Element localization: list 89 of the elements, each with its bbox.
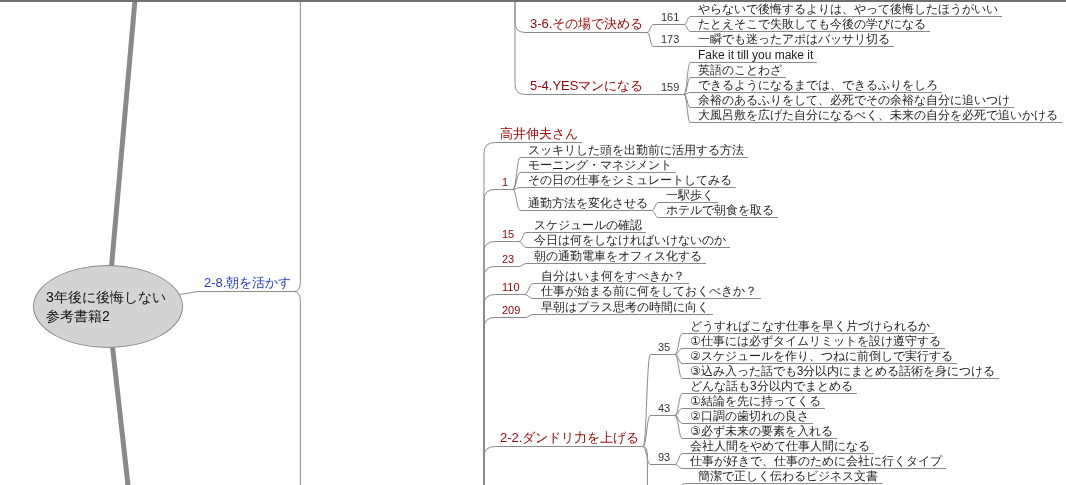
branch-line [646,94,654,95]
branch-line [524,283,534,295]
branch-line [674,415,683,424]
page-number: 35 [650,340,676,355]
branch-line [642,446,648,485]
note-text: 大風呂敷を広げた自分になるべく、未来の自分を必死で追いかける [690,108,1062,123]
note-text: ③必ず未来の要素を入れる [682,424,837,439]
branch-line [646,32,654,47]
page-number: 15 [495,227,520,242]
branch-topic: 3-6.その場で決める [525,16,648,33]
page-number: 209 [495,303,526,318]
branch-line [651,210,659,218]
note-text: スッキリした頭を出勤前に活用する方法 [520,143,748,158]
branch-line [651,202,659,211]
note-text: できるようになるまでは、できるふりをしろ [690,78,942,93]
branch-line [674,415,683,439]
note-text: 自分はいま何をすべきか？ [533,269,689,284]
branch-line [179,291,199,296]
branch-line [518,263,527,267]
note-text: 早朝はプラス思考の時間に向く [533,300,713,315]
branch-line [512,157,521,190]
branch-line [674,354,683,364]
branch-line [518,241,527,248]
branch-line [512,189,521,211]
note-text: どんな話も3分以内でまとめる [682,379,857,394]
branch-topic: 5-4.YESマンになる [525,78,648,95]
note-text: スケジュールの確認 [526,218,646,233]
branch-line [646,24,654,33]
branch-line [683,94,691,108]
page-number: 161 [653,10,685,25]
note-text: 仕事が好きで、仕事のために会社に行くタイプ [682,454,946,469]
branch-line [683,16,691,25]
branch-line [674,464,683,469]
branch-line [518,232,527,242]
branch-line [683,77,691,95]
branch-line [642,415,651,447]
branch-line [642,446,651,465]
note-text: モーニング・マネジメント [520,158,676,173]
page-number: 43 [650,401,676,416]
branch-line [293,291,301,485]
note-text: その日の仕事をシミュレートしてみる [520,173,736,188]
note-text: 一瞬でも迷ったアポはバッサリ切る [690,32,894,47]
branch-line [683,92,691,95]
branch-line [674,348,683,355]
branch-line [674,408,683,416]
page-number: 23 [495,252,520,267]
note-text: Fake it till you make it [690,48,818,63]
note-text: ②スケジュールを作り、つねに前倒しで実行する [682,349,957,364]
note-text: 通勤方法を変化させる [520,196,652,211]
note-text: ①仕事には必ずタイムリミットを設け遵守する [682,334,945,349]
branch-line [681,483,691,485]
branch-topic: 2-2.ダンドリ力を上げる [495,430,644,447]
note-text: 一駅歩く [658,188,718,203]
note-text: 今日は何をしなければいけないのか [526,233,730,248]
note-text: やらないで後悔するよりは、やって後悔したほうがいい [690,2,1002,17]
branch-line [514,0,526,95]
branch-line [512,187,521,190]
note-text: たとえそこで失敗しても今後の学びになる [690,17,930,32]
note-text: 仕事が始まる前に何をしておくべきか？ [533,284,761,299]
branch-topic: 2-8.朝を活かす [198,275,295,292]
branch-line [683,24,691,32]
note-text: どうすればこなす仕事を早く片づけられるか [682,319,934,334]
note-text: 簡潔で正しく伝わるビジネス文書 [690,469,882,484]
branch-line [512,172,521,190]
page-number: 173 [653,32,685,47]
note-text: 会社人間をやめて仕事人間になる [682,439,874,454]
note-text: ②口調の歯切れの良さ [682,409,813,424]
branch-line [524,294,534,299]
central-topic-text: 3年後に後悔しない参考書籍2 [46,287,167,326]
branch-line [674,354,683,379]
note-text: ①結論を先に持ってくる [682,394,825,409]
branch-line [683,46,691,47]
note-text: ホテルで朝食を取る [658,203,778,218]
branch-line [293,0,301,292]
note-text: 朝の通勤電車をオフィス化する [526,249,706,264]
branch-line [483,446,496,485]
branch-line [674,453,683,465]
page-number: 93 [650,450,676,465]
note-text: ③込み入った話でも3分以内にまとめる話術を身につける [682,364,1000,379]
branch-line [683,94,691,123]
branch-line [674,393,683,416]
branch-topic: 高井伸夫さん [495,126,582,143]
note-text: 余裕のあるふりをして、必死でその余裕な自分に追いつけ [690,93,1014,108]
note-text: 英語のことわざ [690,63,786,78]
branch-line [524,314,534,318]
page-number: 159 [653,80,685,95]
page-number: 110 [495,280,525,295]
page-number: 1 [495,175,514,190]
branch-line [674,333,683,355]
